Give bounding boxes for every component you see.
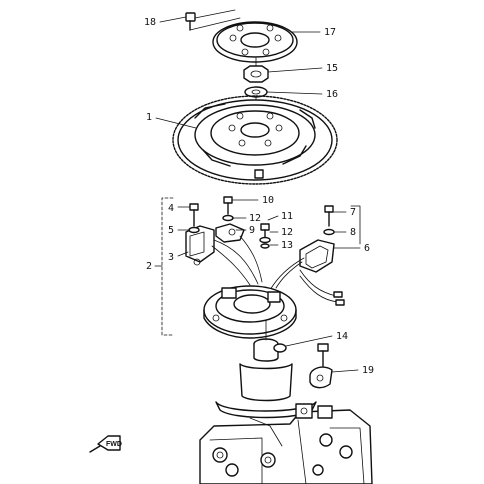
- fwd-badge-label: FWD: [106, 441, 122, 448]
- bolt-10: [222, 196, 234, 222]
- callout-11: 11: [281, 211, 293, 222]
- callout-5: 5: [168, 225, 174, 236]
- charge-coil-left: [185, 225, 215, 266]
- callout-13: 13: [281, 240, 293, 251]
- callout-3: 3: [168, 252, 174, 263]
- wire-clamp-19: [309, 366, 333, 389]
- group-bracket-2: [161, 197, 174, 336]
- group-bracket-6: [350, 205, 361, 245]
- forward-direction-icon: FWD: [89, 435, 122, 453]
- stator-plate: [203, 285, 297, 339]
- callout-17: 17: [324, 27, 336, 38]
- crankshaft-boss: [215, 319, 317, 419]
- callout-18: 18: [144, 17, 156, 28]
- lighting-coil-right: [299, 239, 335, 273]
- o-ring-14: [273, 343, 287, 353]
- callout-6: 6: [364, 243, 370, 254]
- bolt-7: [323, 205, 335, 236]
- callout-12-lower: 12: [281, 227, 293, 238]
- bolt-4: [189, 203, 199, 227]
- callout-10: 10: [262, 195, 274, 206]
- callout-19: 19: [362, 365, 374, 376]
- flywheel-nut: [243, 65, 269, 83]
- bolt-clamp: [317, 343, 329, 367]
- cylinder-block: [199, 403, 373, 484]
- callout-4: 4: [168, 203, 174, 214]
- flywheel-magnet: [172, 95, 338, 185]
- callout-7: 7: [350, 207, 356, 218]
- callout-12-upper: 12: [249, 213, 261, 224]
- wire-harness: [211, 235, 345, 306]
- washer-5: [188, 226, 200, 234]
- callout-16: 16: [326, 89, 338, 100]
- flywheel-cover-plate: [212, 21, 298, 63]
- callout-8: 8: [350, 227, 356, 238]
- callout-2: 2: [146, 261, 152, 272]
- bolt-11: [259, 223, 271, 249]
- callout-1: 1: [146, 112, 152, 123]
- callout-labels: 18 17 15 16 1 10 4 12 11 7 5 9 12 8 13 6…: [144, 17, 374, 376]
- callout-9: 9: [249, 225, 255, 236]
- callout-14: 14: [336, 331, 348, 342]
- callout-15: 15: [326, 63, 338, 74]
- leader-lines: [154, 16, 361, 373]
- pulser-coil: [215, 223, 245, 243]
